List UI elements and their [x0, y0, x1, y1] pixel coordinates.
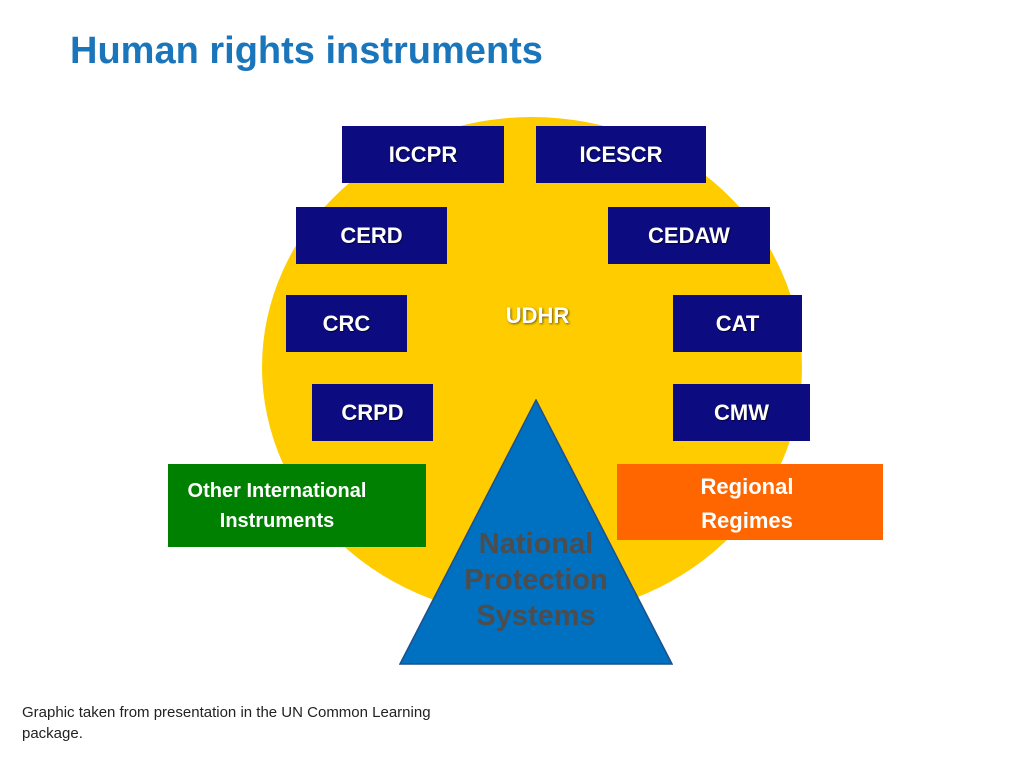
national-protection-systems-label: National Protection Systems — [436, 526, 636, 634]
box-icescr-label: ICESCR — [579, 141, 663, 167]
nps-line1: National — [478, 528, 594, 560]
box-cmw-label: CMW — [714, 399, 769, 425]
regional-regimes-line2: Regimes — [701, 508, 793, 533]
other-instruments-line2: Instruments — [219, 509, 335, 532]
box-crpd: CRPD — [312, 384, 433, 441]
box-crpd-label: CRPD — [341, 399, 404, 425]
other-international-instruments-box: Other International Instruments — [168, 464, 426, 547]
box-cat-label: CAT — [715, 310, 760, 336]
nps-line3: Systems — [476, 600, 596, 632]
source-footnote: Graphic taken from presentation in the U… — [22, 704, 431, 742]
regional-regimes-box: Regional Regimes — [617, 464, 883, 540]
box-cedaw: CEDAW — [608, 207, 770, 264]
nps-line2: Protection — [464, 564, 608, 596]
regional-regimes-line1: Regional — [700, 474, 794, 499]
box-cat: CAT — [673, 295, 802, 352]
box-icescr: ICESCR — [536, 126, 706, 183]
box-crc: CRC — [286, 295, 407, 352]
box-cmw: CMW — [673, 384, 810, 441]
national-protection-triangle — [399, 399, 673, 665]
page-title: Human rights instruments — [70, 30, 543, 72]
box-crc-label: CRC — [322, 310, 371, 336]
box-iccpr-label: ICCPR — [388, 141, 458, 167]
udhr-label: UDHR — [505, 303, 570, 328]
box-cedaw-label: CEDAW — [648, 222, 730, 248]
other-instruments-line1: Other International — [187, 479, 367, 502]
box-cerd: CERD — [296, 207, 447, 264]
box-cerd-label: CERD — [340, 222, 403, 248]
box-iccpr: ICCPR — [342, 126, 504, 183]
